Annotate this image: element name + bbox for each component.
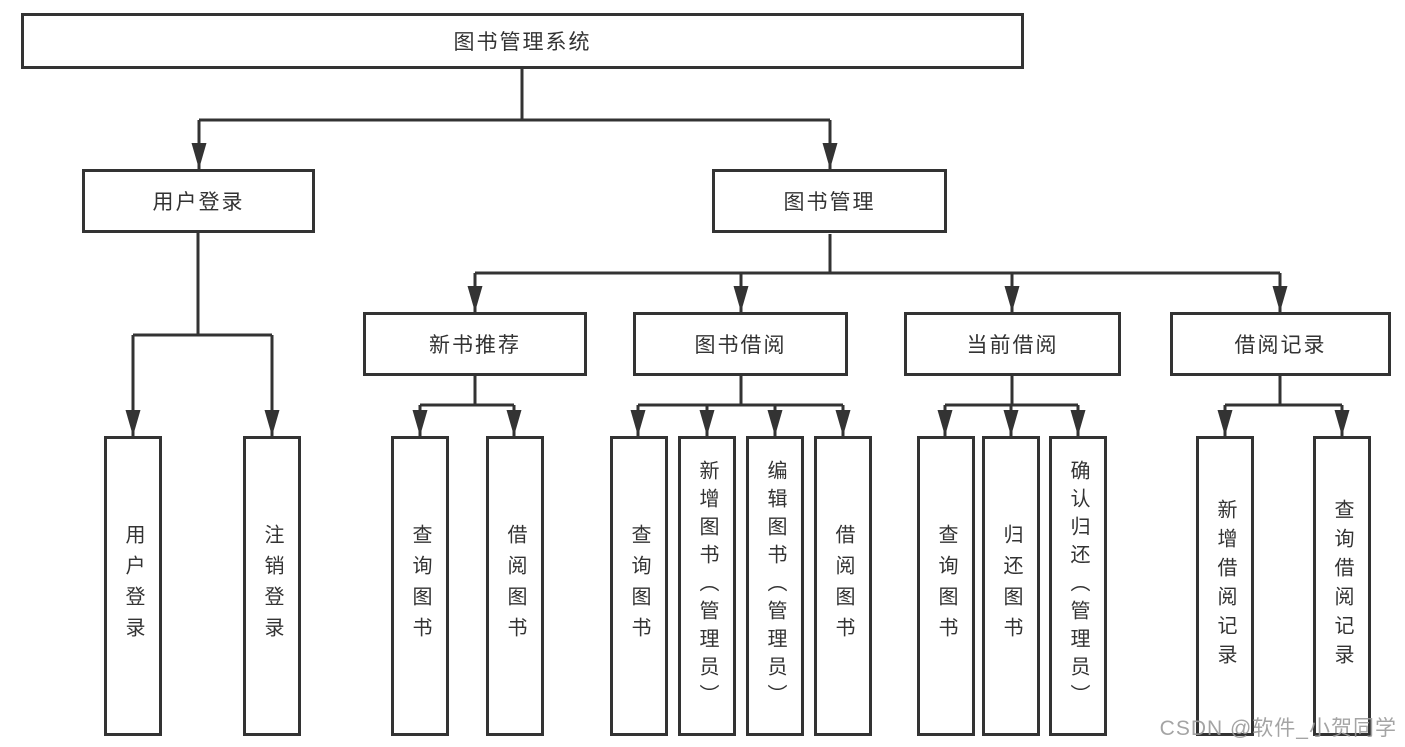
connector-bookborrow-trunk <box>638 376 843 407</box>
node-bb-edit-book-admin: 编辑图书（管理员） <box>746 436 804 736</box>
connector-root-trunk <box>199 69 830 122</box>
node-nb-query-book: 查询图书 <box>391 436 449 736</box>
connector-borrowrecord-trunk <box>1225 376 1342 407</box>
node-br-add-record: 新增借阅记录 <box>1196 436 1254 736</box>
node-user-login-group: 用户登录 <box>82 169 315 233</box>
node-new-book-recommend: 新书推荐 <box>363 312 587 376</box>
node-bb-query-book: 查询图书 <box>610 436 668 736</box>
node-bb-borrow-book: 借阅图书 <box>814 436 872 736</box>
node-root-system: 图书管理系统 <box>21 13 1024 69</box>
node-bb-add-book-admin: 新增图书（管理员） <box>678 436 736 736</box>
connector-bookmgmt-trunk <box>475 234 1280 275</box>
node-logout: 注销登录 <box>243 436 301 736</box>
node-br-query-record: 查询借阅记录 <box>1313 436 1371 736</box>
node-book-borrowing: 图书借阅 <box>633 312 848 376</box>
node-cb-query-book: 查询图书 <box>917 436 975 736</box>
node-borrow-records: 借阅记录 <box>1170 312 1391 376</box>
connector-group <box>125 69 1350 436</box>
node-cb-confirm-return-admin: 确认归还（管理员） <box>1049 436 1107 736</box>
csdn-watermark: CSDN @软件_小贺同学 <box>1159 717 1397 740</box>
connector-currentborrow-trunk <box>945 376 1078 407</box>
node-current-borrowing: 当前借阅 <box>904 312 1121 376</box>
node-nb-borrow-book: 借阅图书 <box>486 436 544 736</box>
connector-newbook-trunk <box>420 376 514 407</box>
connector-userlogin-trunk <box>133 233 272 337</box>
node-book-management: 图书管理 <box>712 169 947 233</box>
node-user-login: 用户登录 <box>104 436 162 736</box>
node-cb-return-book: 归还图书 <box>982 436 1040 736</box>
